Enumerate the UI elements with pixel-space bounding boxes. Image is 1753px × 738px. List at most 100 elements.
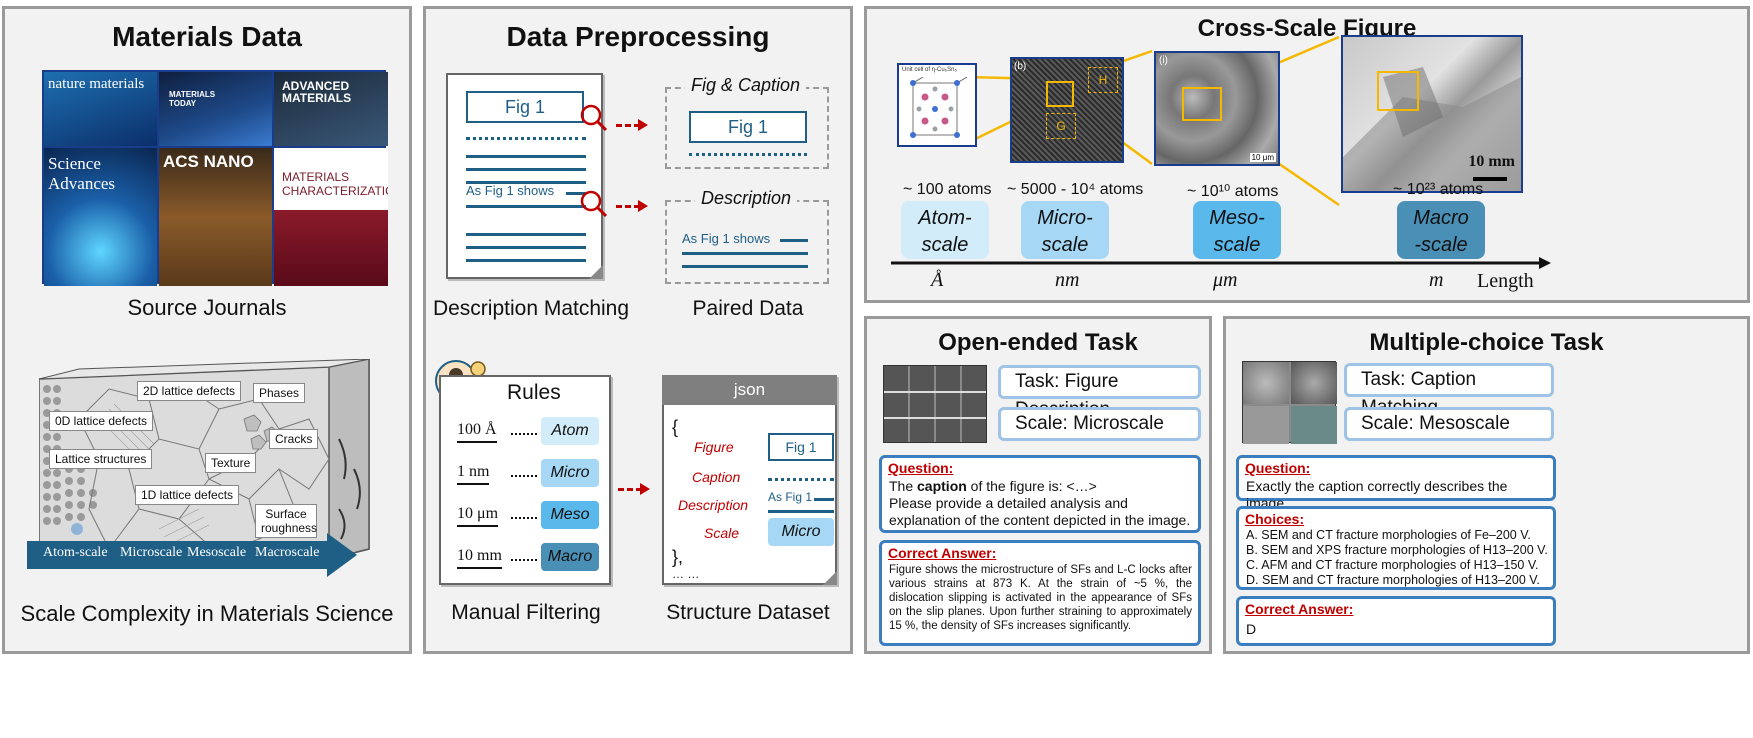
rule-value: 10 μm: [457, 505, 499, 527]
length-axis-label: Length: [1477, 270, 1534, 292]
question-box: Question: The caption of the figure is: …: [879, 455, 1201, 533]
task-figure-thumbnail: [1242, 361, 1337, 444]
zoom-region: [1046, 81, 1074, 107]
json-scale-value: Micro: [768, 518, 834, 546]
json-field: Figure: [694, 439, 734, 455]
json-field: Caption: [692, 469, 741, 485]
length-unit: Å: [931, 269, 944, 291]
json-field: Description: [678, 497, 749, 513]
scale-pill: Meso-scale: [1193, 201, 1281, 259]
rule-row: 100 Å Atom: [441, 415, 611, 451]
panel-open-ended-task: Open-ended Task Task: Figure Description…: [864, 316, 1212, 654]
length-unit: μm: [1213, 269, 1238, 291]
defect-label: Cracks: [269, 429, 319, 449]
scale-axis-label: Mesoscale: [187, 545, 247, 560]
journal-cover: nature materials: [44, 72, 157, 146]
filter-arrow: [618, 488, 642, 491]
atom-count: ~ 10²³ atoms: [1393, 181, 1484, 198]
paired-data-caption: Paired Data: [692, 297, 804, 320]
task-figure-thumbnail: [883, 365, 987, 443]
length-axis: [891, 257, 1551, 269]
json-header: json: [662, 375, 837, 405]
answer-text: D: [1246, 621, 1257, 637]
rule-row: 10 μm Meso: [441, 499, 611, 535]
json-field: Scale: [704, 525, 740, 541]
caption-dots: [466, 137, 586, 140]
choice-item: B. SEM and XPS fracture morphologies of …: [1246, 543, 1548, 557]
magnifier-icon: [580, 190, 608, 218]
atom-count: ~ 100 atoms: [903, 181, 992, 198]
zoom-region: [1182, 87, 1222, 121]
answer-box: Correct Answer: D: [1236, 596, 1556, 646]
match-arrow: [616, 124, 640, 127]
panel-title: Data Preprocessing: [506, 21, 770, 52]
defect-label: 1D lattice defects: [135, 485, 240, 505]
choice-item: D. SEM and CT fracture morphologies of H…: [1246, 573, 1540, 587]
panel-multiple-choice-task: Multiple-choice Task Task: Caption Match…: [1223, 316, 1750, 654]
defect-label: Surface roughness: [255, 504, 317, 538]
zoom-region-g: G: [1046, 113, 1076, 139]
structure-dataset-caption: Structure Dataset: [666, 601, 830, 624]
rule-scale: Meso: [541, 501, 599, 529]
tem-lattice-image: (b) H G: [1010, 57, 1124, 163]
scale-pill: Atom-scale: [901, 201, 989, 259]
length-unit: nm: [1055, 269, 1080, 291]
journals-caption: Source Journals: [127, 295, 287, 320]
macro-specimen-image: 10 mm: [1341, 35, 1523, 193]
description-matching-caption: Description Matching: [432, 297, 630, 320]
panel-cross-scale: Cross-Scale Figure Unit cell of η-Cu₆Sn₅…: [864, 6, 1750, 303]
answer-box: Correct Answer: Figure shows the microst…: [879, 540, 1201, 646]
defect-label: Phases: [253, 383, 306, 403]
fig-caption-label: Fig & Caption: [685, 75, 807, 96]
journal-cover: ADVANCED MATERIALS: [274, 72, 388, 146]
match-arrow: [616, 205, 640, 208]
scale-axis-label: Atom-scale: [43, 545, 108, 560]
rule-value: 1 nm: [457, 463, 490, 485]
description-label: Description: [695, 188, 798, 209]
fig-box: Fig 1: [466, 91, 584, 123]
journal-cover: Science Advances: [44, 148, 157, 286]
rule-row: 10 mm Macro: [441, 541, 611, 577]
journal-cover: ACS NANO: [159, 148, 272, 286]
answer-heading: Correct Answer:: [888, 545, 997, 561]
panel-data-preprocessing: Data Preprocessing Fig 1 As Fig 1 shows …: [423, 6, 853, 654]
fig-box: Fig 1: [689, 111, 807, 143]
rule-scale: Micro: [541, 459, 599, 487]
scale-axis-label: Microscale: [120, 545, 183, 560]
rule-scale: Macro: [541, 543, 599, 571]
length-unit: m: [1429, 269, 1444, 291]
question-text: The caption of the figure is: <…> Please…: [889, 478, 1191, 528]
choices-list: A. SEM and CT fracture morphologies of F…: [1246, 528, 1549, 588]
shows-text: As Fig 1 shows: [466, 183, 555, 198]
rule-value: 100 Å: [457, 421, 497, 443]
choice-item: A. SEM and CT fracture morphologies of F…: [1246, 528, 1531, 542]
journal-cover: MATERIALS CHARACTERIZATION: [274, 148, 388, 286]
task-scale: Scale: Mesoscale: [1344, 407, 1554, 441]
answer-text: Figure shows the microstructure of SFs a…: [889, 564, 1192, 632]
magnifier-icon: [580, 104, 608, 132]
choice-item: C. AFM and CT fracture morphologies of H…: [1246, 558, 1539, 572]
defect-label: 2D lattice defects: [137, 381, 242, 401]
rule-scale: Atom: [541, 417, 599, 445]
panel-materials-data: Materials Data nature materials MATERIAL…: [2, 6, 412, 654]
choices-box: Choices: A. SEM and CT fracture morpholo…: [1236, 506, 1556, 590]
fig-box: Fig 1: [768, 433, 834, 461]
rule-row: 1 nm Micro: [441, 457, 611, 493]
journal-covers: nature materials MATERIALS TODAY ADVANCE…: [42, 70, 388, 286]
task-type: Task: Caption Matching: [1344, 363, 1554, 418]
zoom-region: [1377, 71, 1419, 111]
question-heading: Question:: [888, 460, 954, 476]
rule-value: 10 mm: [457, 547, 502, 569]
source-document: Fig 1 As Fig 1 shows: [446, 73, 603, 279]
choices-heading: Choices:: [1245, 511, 1305, 527]
defect-label: Lattice structures: [49, 449, 153, 469]
unit-cell-image: Unit cell of η-Cu₆Sn₅: [897, 63, 977, 147]
answer-heading: Correct Answer:: [1245, 601, 1354, 617]
defect-label: Texture: [205, 453, 257, 473]
panel-title: Multiple-choice Task: [1369, 329, 1604, 356]
defect-label: 0D lattice defects: [49, 411, 154, 431]
journal-cover: MATERIALS TODAY: [159, 72, 272, 146]
scale-complexity-illustration: 2D lattice defects Phases 0D lattice def…: [27, 358, 379, 577]
rules-title: Rules: [507, 381, 561, 404]
sem-microstructure-image: (i) 10 μm: [1154, 51, 1280, 166]
